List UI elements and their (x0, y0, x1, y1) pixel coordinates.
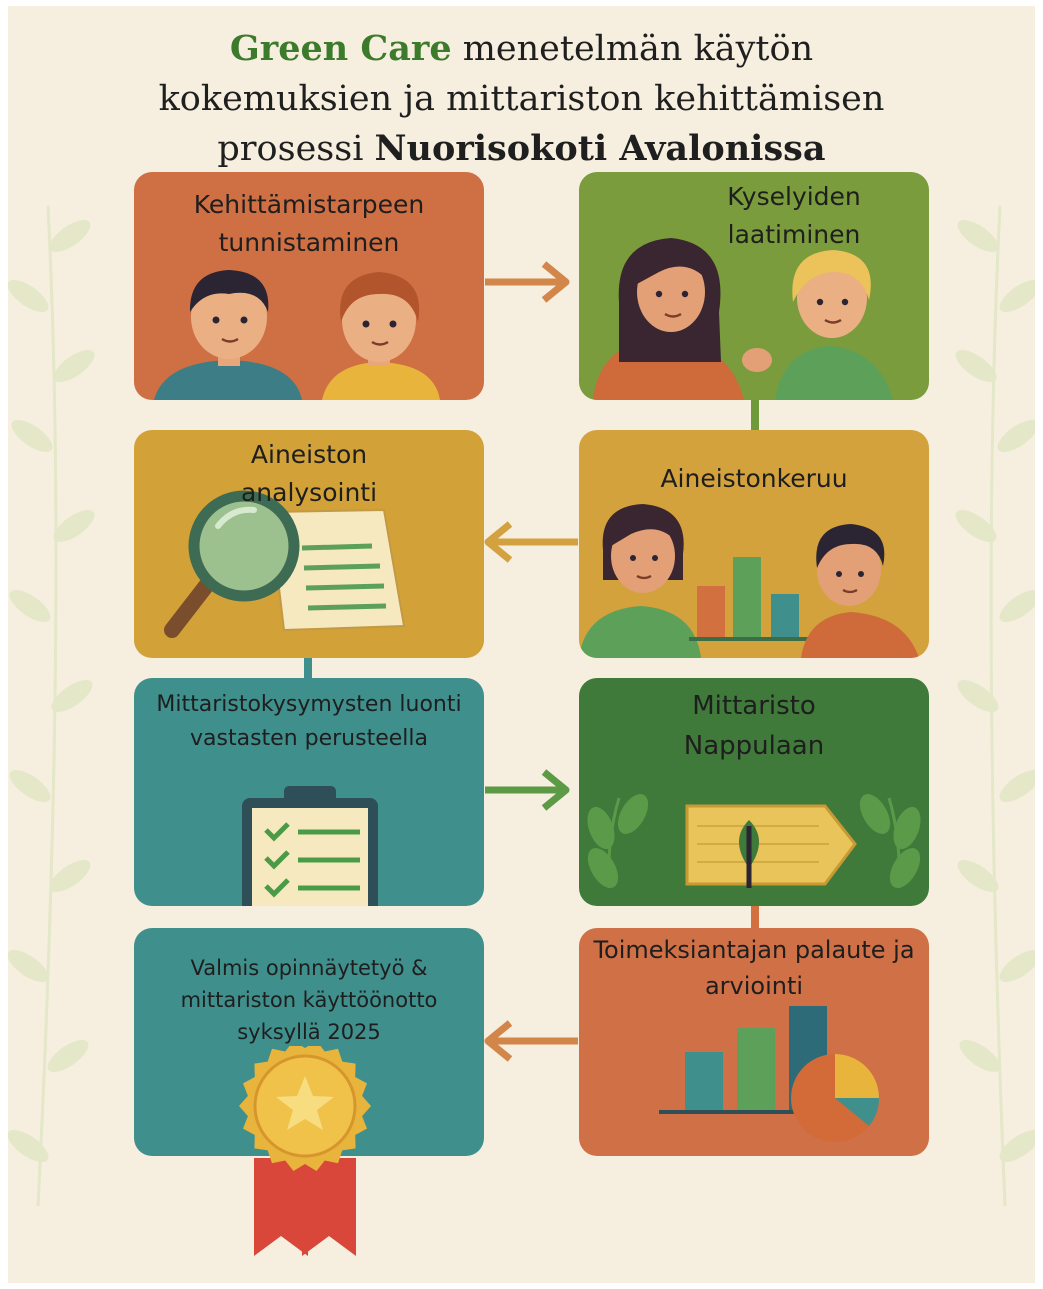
leaf-decoration (8, 205, 1035, 1207)
two-youths-illustration (154, 270, 440, 400)
signpost-leaf-illustration (587, 794, 921, 889)
award-badge-icon (239, 1046, 371, 1256)
step-7-label: Toimeksiantajan palaute ja arviointi (593, 936, 915, 1000)
step-4-label: Aineiston analysointi (240, 440, 378, 507)
step-5-label: Mittaristokysymysten luonti vastasten pe… (156, 692, 462, 751)
step-8-label: Valmis opinnäytetyö & mittariston käyttö… (180, 956, 438, 1044)
step-3-label: Aineistonkeruu (660, 464, 848, 493)
title-line-3: prosessi Nuorisokoti Avalonissa (8, 124, 1035, 174)
step-6-card: Mittaristo Nappulaan (579, 678, 929, 906)
step-1-label: Kehittämistarpeen tunnistaminen (193, 190, 425, 257)
step-1-card: Kehittämistarpeen tunnistaminen (134, 172, 484, 400)
page-title: Green Care menetelmän käytön kokemuksien… (8, 24, 1035, 174)
magnifier-document-illustration (164, 490, 406, 638)
title-green-care: Green Care (229, 28, 452, 69)
title-organization: Nuorisokoti Avalonissa (374, 128, 826, 169)
feedback-charts-illustration (659, 1006, 880, 1142)
step-2-label: Kyselyiden laatiminen (727, 182, 861, 249)
step-3-card: Aineistonkeruu (579, 430, 929, 658)
step-4-card: Aineiston analysointi (134, 430, 484, 658)
data-collection-illustration (579, 504, 919, 658)
step-7-card: Toimeksiantajan palaute ja arviointi (579, 928, 929, 1156)
step-5-card: Mittaristokysymysten luonti vastasten pe… (134, 678, 484, 906)
adult-and-youth-talking-illustration (593, 238, 893, 400)
clipboard-checklist-illustration (242, 786, 378, 906)
title-line-1: Green Care menetelmän käytön (8, 24, 1035, 74)
step-6-label: Mittaristo Nappulaan (683, 691, 825, 761)
title-line-2: kokemuksien ja mittariston kehittämisen (158, 79, 885, 119)
step-2-card: Kyselyiden laatiminen (579, 172, 929, 400)
title-line-1-rest: menetelmän käytön (451, 29, 814, 69)
title-line-3-plain: prosessi (217, 129, 375, 169)
infographic-poster: Green Care menetelmän käytön kokemuksien… (8, 6, 1035, 1283)
